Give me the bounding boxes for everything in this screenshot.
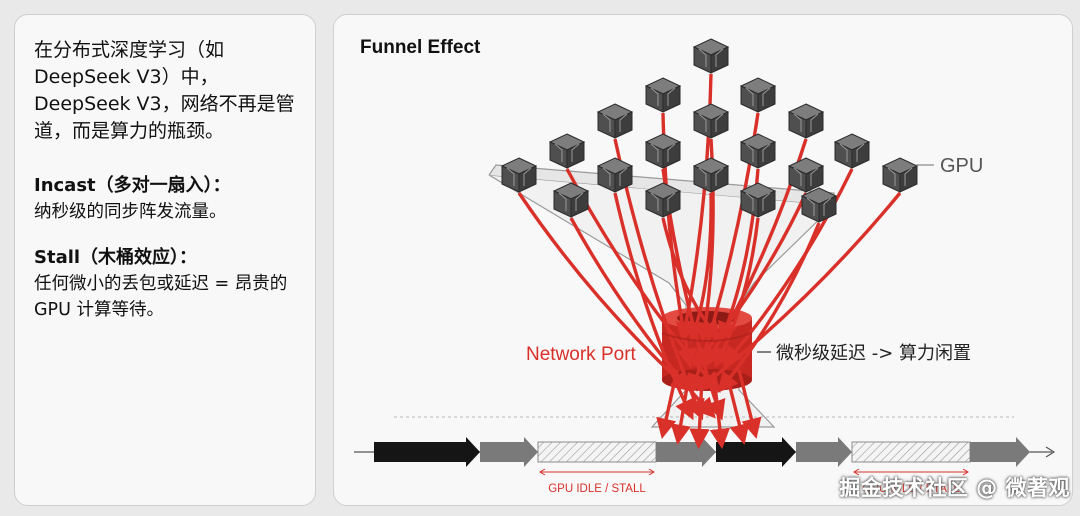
- gpu-cube-icon: [833, 133, 871, 169]
- gpu-cube-icon: [500, 157, 538, 193]
- traffic-arrow: [714, 217, 760, 369]
- gpu-cube-icon: [552, 182, 590, 218]
- gpu-cube-icon: [644, 77, 682, 113]
- comm-bar-3: [796, 437, 852, 467]
- stall-title: Stall（木桶效应）：: [34, 247, 198, 268]
- gpu-cube-icon: [787, 157, 825, 193]
- gpu-cube-icon: [739, 77, 777, 113]
- diagram-title: Funnel Effect: [360, 37, 481, 58]
- exit-arrow: [737, 369, 762, 439]
- stall-body: 任何微小的丢包或延迟 = 昂贵的 GPU 计算等待。: [34, 274, 288, 320]
- gpu-cube-icon: [596, 103, 634, 139]
- gpu-cube-icon: [692, 38, 730, 74]
- traffic-arrow: [613, 192, 694, 421]
- comm-bar-2: [656, 437, 716, 467]
- exit-arrow: [656, 369, 679, 439]
- diagram-panel: Funnel Effect: [333, 14, 1073, 506]
- exit-arrow: [725, 374, 750, 445]
- compute-bar-1: [374, 437, 480, 467]
- gpu-cube-icon: [800, 187, 838, 223]
- watermark-text: 掘金技术社区 @ 微著观: [839, 476, 1070, 500]
- compute-bar-2: [716, 437, 796, 467]
- gpu-cube-icon: [644, 133, 682, 169]
- gpu-cubes: [500, 38, 919, 223]
- gpu-cube-icon: [739, 133, 777, 169]
- gpu-cube-icon: [787, 103, 825, 139]
- port-ring: [661, 332, 753, 342]
- gpu-cube-icon: [739, 182, 777, 218]
- gpu-cube-icon: [596, 157, 634, 193]
- network-port-label: Network Port: [526, 344, 637, 365]
- traffic-arrow: [687, 192, 713, 343]
- traffic-arrow: [661, 217, 721, 342]
- traffic-arrow: [722, 168, 854, 367]
- idle-label-2: GPU IDLE / STALL: [862, 483, 960, 495]
- gpu-label: GPU: [940, 155, 983, 177]
- comm-bar-1: [480, 437, 538, 467]
- timeline-bars: [374, 437, 1030, 467]
- idle-bar-2: [851, 441, 971, 463]
- gpu-cube-icon: [644, 182, 682, 218]
- traffic-arrow: [517, 192, 692, 392]
- text-panel: 在分布式深度学习（如 DeepSeek V3）中，DeepSeek V3，网络不…: [14, 14, 316, 506]
- traffic-arrow: [569, 217, 716, 419]
- gpu-cube-icon: [881, 157, 919, 193]
- idle-bar-1: [537, 441, 657, 463]
- exit-arrow: [709, 376, 730, 450]
- incast-body: 纳秒级的同步阵发流量。: [34, 202, 227, 222]
- gpu-cube-icon: [692, 157, 730, 193]
- latency-label: 微秒级延迟 -> 算力闲置: [776, 343, 971, 364]
- gpu-cube-icon: [548, 133, 586, 169]
- comm-bar-4: [970, 437, 1030, 467]
- funnel-diagram: GPU IDLE / STALL GPU IDLE / STALL GPU Ne…: [354, 38, 1056, 495]
- exit-arrow: [670, 374, 691, 446]
- idle-span-markers: [539, 468, 969, 476]
- gpu-cube-icon: [692, 103, 730, 139]
- incast-title: Incast（多对一扇入）：: [34, 175, 231, 196]
- idle-label-1: GPU IDLE / STALL: [548, 483, 646, 495]
- intro-text: 在分布式深度学习（如 DeepSeek V3）中，DeepSeek V3，网络不…: [34, 39, 295, 142]
- traffic-arrow: [717, 222, 821, 393]
- timeline-arrow-icon: [1045, 446, 1056, 458]
- exit-arrow: [689, 376, 710, 450]
